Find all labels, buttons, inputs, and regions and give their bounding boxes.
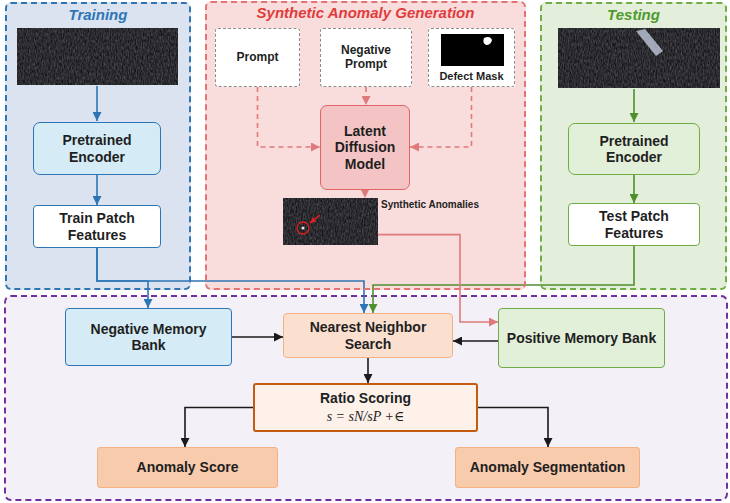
train-image — [17, 28, 178, 85]
connector — [97, 248, 364, 313]
node-text: Nearest Neighbor Search — [290, 319, 446, 351]
node-text: Pretrained Encoder — [575, 133, 693, 165]
prompt-box: Prompt — [215, 28, 300, 87]
node-text: Anomaly Score — [137, 459, 239, 475]
synthetic-image — [283, 198, 378, 245]
connector — [97, 248, 148, 308]
connector — [478, 408, 548, 448]
node-text: Synthetic Anomalies — [381, 199, 479, 211]
output-box: Anomaly Score — [97, 447, 278, 488]
mask-box-fill — [428, 28, 515, 87]
node-text: Pretrained Encoder — [40, 132, 154, 164]
connector — [373, 246, 634, 313]
connector — [633, 175, 635, 203]
memory-bank-box: Positive Memory Bank — [498, 308, 665, 368]
node-text: Test Patch Features — [575, 208, 693, 240]
mask-image — [441, 34, 504, 66]
mask-blob — [483, 37, 492, 45]
search-box: Nearest Neighbor Search — [283, 313, 453, 358]
connector — [410, 87, 472, 147]
node-text: s = sN/sP +∈ — [327, 409, 405, 425]
node-text: Anomaly Segmentation — [470, 459, 626, 475]
stage-panel: Prompt Negative PromptDefect MaskLatent D… — [205, 1, 526, 290]
defect-circle — [297, 222, 309, 234]
connector — [378, 235, 498, 322]
generation-panel-fill — [205, 1, 526, 290]
defect-pointer — [310, 215, 320, 223]
panel-title: Testing — [607, 6, 660, 23]
connector — [365, 87, 367, 105]
node-text: Positive Memory Bank — [507, 330, 656, 346]
memory-bank-box: Negative Memory Bank — [65, 308, 232, 366]
mask-box: Defect Mask — [428, 28, 515, 87]
stage-panel: Pretrained EncoderTest Patch Features Tes… — [540, 2, 727, 290]
node-text: Negative Prompt — [327, 44, 405, 72]
node-text: Train Patch Features — [40, 210, 154, 242]
connector — [232, 336, 283, 338]
stage-panel: Pretrained EncoderTrain Patch Features Tr… — [5, 2, 191, 290]
image-node: Synthetic Anomalies — [283, 198, 378, 245]
prompt-box: Negative Prompt — [320, 28, 412, 87]
panel-title: Training — [69, 6, 128, 23]
test-image — [558, 28, 720, 88]
image-arrow — [96, 86, 98, 121]
connector — [258, 87, 321, 147]
feature-box: Test Patch Features — [568, 203, 700, 246]
node-text: Latent Diffusion Model — [327, 123, 403, 171]
node-text: Negative Memory Bank — [72, 321, 225, 353]
connector — [364, 190, 366, 198]
scoring-panel — [5, 296, 727, 500]
synthetic-defect — [302, 227, 305, 230]
training-panel-fill — [5, 2, 191, 290]
connector — [96, 175, 98, 205]
encoder-box: Pretrained Encoder — [33, 122, 161, 175]
panel-title: Synthetic Anomaly Generation — [257, 4, 475, 21]
connector — [453, 340, 498, 342]
image-arrow — [633, 89, 635, 122]
connector — [185, 408, 253, 448]
output-box: Anomaly Segmentation — [455, 447, 640, 488]
node-text: Defect Mask — [439, 70, 503, 83]
connector — [367, 358, 369, 383]
encoder-box: Pretrained Encoder — [568, 123, 700, 175]
node-text: Prompt — [237, 51, 279, 65]
diffusion-box: Latent Diffusion Model — [320, 105, 410, 190]
feature-box: Train Patch Features — [33, 205, 161, 248]
node-text: Ratio Scoring — [320, 390, 411, 406]
scoring-box: Ratio Scoring s = sN/sP +∈ — [253, 383, 478, 432]
defect-scratch — [636, 29, 663, 56]
